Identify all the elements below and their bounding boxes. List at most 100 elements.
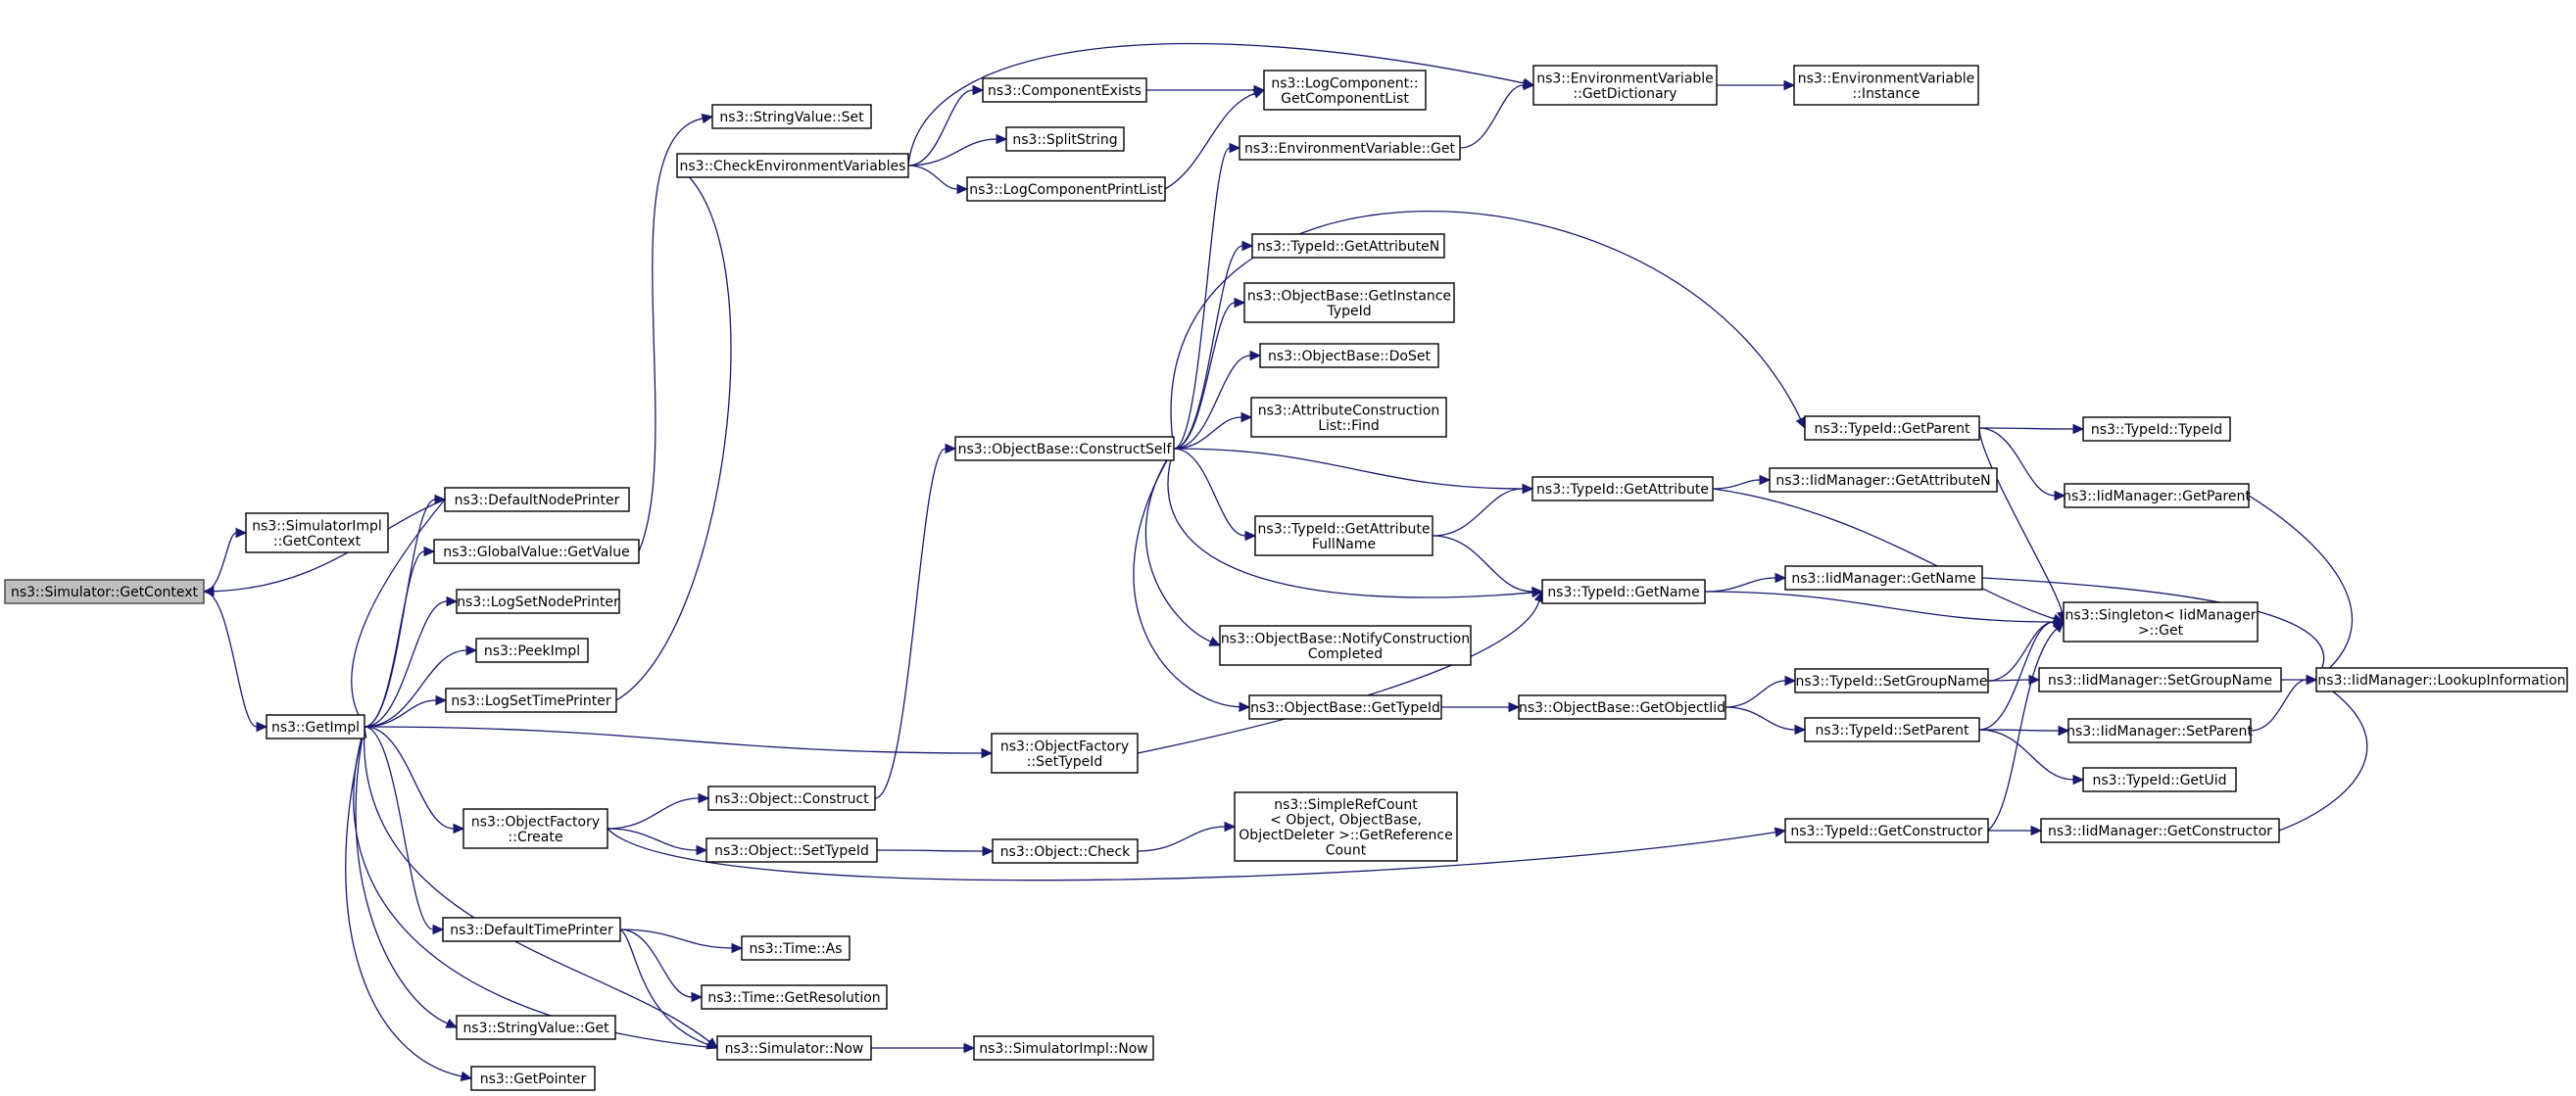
function-node-typeid-getattributen[interactable]: ns3::TypeId::GetAttributeN	[1251, 233, 1445, 259]
node-box	[973, 1035, 1154, 1061]
function-node-logcomponent-getlist[interactable]: ns3::LogComponent::GetComponentList	[1263, 70, 1427, 111]
function-node-simplerefcount[interactable]: ns3::SimpleRefCount< Object, ObjectBase,…	[1234, 791, 1458, 862]
node-box	[266, 714, 365, 739]
function-node-globalvalue-getvalue[interactable]: ns3::GlobalValue::GetValue	[433, 539, 640, 564]
arrowhead	[982, 845, 995, 857]
function-node-typeid-getname[interactable]: ns3::TypeId::GetName	[1541, 579, 1706, 604]
node-box	[1251, 233, 1445, 259]
function-node-logsettimeprinter[interactable]: ns3::LogSetTimePrinter	[445, 688, 617, 713]
function-node-logcomponentprintlist[interactable]: ns3::LogComponentPrintList	[966, 176, 1166, 202]
function-node-typeid-getconstructor[interactable]: ns3::TypeId::GetConstructor	[1784, 818, 1989, 843]
function-node-splitstring[interactable]: ns3::SplitString	[1005, 126, 1125, 152]
node-label: ns3::CheckEnvironmentVariables	[680, 159, 906, 174]
function-node-envvar-get[interactable]: ns3::EnvironmentVariable::Get	[1239, 135, 1461, 161]
node-label: Completed	[1308, 646, 1383, 662]
edge-line	[1173, 355, 1251, 450]
function-node-getpointer[interactable]: ns3::GetPointer	[470, 1066, 596, 1091]
edge-line	[1133, 448, 1240, 708]
node-label: ns3::GetImpl	[271, 720, 360, 736]
function-node-typeid-setgroupname[interactable]: ns3::TypeId::SetGroupName	[1794, 668, 1989, 693]
function-node-singleton-get[interactable]: ns3::Singleton< IidManager>::Get	[2063, 601, 2259, 643]
edge-line	[1137, 600, 1540, 754]
call-edge	[1137, 590, 1544, 754]
function-node-object-check[interactable]: ns3::Object::Check	[992, 838, 1139, 864]
node-label: ns3::SimulatorImpl	[252, 518, 382, 534]
function-node-typeid-getparent[interactable]: ns3::TypeId::GetParent	[1804, 415, 1980, 441]
edge-line	[213, 499, 446, 593]
call-edge	[1432, 535, 1544, 597]
function-node-iidmgr-getparent[interactable]: ns3::IidManager::GetParent	[2063, 483, 2251, 508]
node-box	[966, 176, 1166, 202]
call-edge	[2278, 679, 2368, 832]
function-node-objbase-gettypeid[interactable]: ns3::ObjectBase::GetTypeId	[1248, 694, 1442, 720]
arrowhead	[1208, 637, 1222, 646]
function-node-stringvalue-get[interactable]: ns3::StringValue::Get	[456, 1015, 616, 1040]
function-node-getcontext[interactable]: ns3::Simulator::GetContext	[4, 579, 205, 604]
function-node-defaulttimeprinter[interactable]: ns3::DefaultTimePrinter	[442, 917, 621, 942]
node-label: ns3::ObjectFactory	[1000, 739, 1129, 754]
node-label: ::Instance	[1853, 86, 1920, 102]
function-node-iidmgr-setgroupname[interactable]: ns3::IidManager::SetGroupName	[2038, 667, 2282, 692]
arrowhead	[1240, 411, 1253, 423]
node-label: GetComponentList	[1281, 91, 1409, 107]
function-node-defaultnodeprinter[interactable]: ns3::DefaultNodePrinter	[444, 487, 630, 512]
function-node-envvar-instance[interactable]: ns3::EnvironmentVariable::Instance	[1793, 65, 1979, 106]
function-node-simimpl-getcontext[interactable]: ns3::SimulatorImpl::GetContext	[245, 512, 389, 553]
edge-line	[1704, 591, 2055, 623]
function-node-objbase-doset[interactable]: ns3::ObjectBase::DoSet	[1259, 343, 1439, 368]
node-label: ns3::SimulatorImpl::Now	[979, 1041, 1148, 1057]
call-edge	[1712, 488, 2066, 624]
function-node-typeid-typeid[interactable]: ns3::TypeId::TypeId	[2082, 416, 2231, 442]
function-node-typeid-getattribute[interactable]: ns3::TypeId::GetAttribute	[1531, 476, 1714, 501]
function-node-objbase-notify[interactable]: ns3::ObjectBase::NotifyConstructionCompl…	[1219, 625, 1472, 666]
node-box	[1259, 343, 1439, 368]
edge-line	[1170, 210, 1802, 450]
function-node-logsetnodeprinter[interactable]: ns3::LogSetNodePrinter	[456, 589, 620, 614]
arrowhead	[256, 721, 268, 733]
call-edge	[1704, 591, 2066, 628]
function-node-simimpl-now[interactable]: ns3::SimulatorImpl::Now	[973, 1035, 1154, 1061]
node-label: ns3::TypeId::GetParent	[1815, 421, 1970, 437]
function-node-iidmgr-lookupinformation[interactable]: ns3::IidManager::LookupInformation	[2315, 667, 2568, 692]
function-node-iidmgr-getattributen[interactable]: ns3::IidManager::GetAttributeN	[1769, 467, 1998, 493]
arrowhead	[701, 113, 714, 124]
call-edge	[1173, 297, 1246, 450]
function-node-getimpl[interactable]: ns3::GetImpl	[266, 714, 365, 739]
call-edge	[607, 827, 1787, 882]
function-node-typeid-setparent[interactable]: ns3::TypeId::SetParent	[1804, 717, 1980, 742]
function-node-objbase-constructself[interactable]: ns3::ObjectBase::ConstructSelf	[954, 436, 1175, 461]
arrowhead	[698, 792, 710, 804]
function-node-iidmgr-setparent[interactable]: ns3::IidManager::SetParent	[2066, 718, 2253, 743]
function-node-checkenv[interactable]: ns3::CheckEnvironmentVariables	[676, 153, 909, 178]
function-node-objbase-getobjectiid[interactable]: ns3::ObjectBase::GetObjectIid	[1518, 694, 1726, 720]
function-node-componentexists[interactable]: ns3::ComponentExists	[982, 77, 1147, 103]
function-node-objectfactory-settypeid[interactable]: ns3::ObjectFactory::SetTypeId	[991, 733, 1139, 774]
function-node-peekimpl[interactable]: ns3::PeekImpl	[475, 638, 589, 663]
call-edge	[1137, 821, 1237, 852]
function-node-object-settypeid[interactable]: ns3::Object::SetTypeId	[705, 837, 878, 863]
function-node-time-getresolution[interactable]: ns3::Time::GetResolution	[701, 984, 888, 1010]
function-node-iidmgr-getconstructor[interactable]: ns3::IidManager::GetConstructor	[2040, 818, 2280, 843]
call-edge	[353, 725, 718, 1049]
node-label: ns3::Singleton< IidManager	[2066, 607, 2257, 623]
function-node-stringvalue-set[interactable]: ns3::StringValue::Set	[711, 104, 872, 129]
call-edge	[1704, 572, 1787, 593]
arrowhead	[446, 596, 459, 607]
function-node-simulator-now[interactable]: ns3::Simulator::Now	[716, 1035, 872, 1061]
function-node-typeid-getuid[interactable]: ns3::TypeId::GetUid	[2082, 767, 2237, 792]
function-node-envvar-getdictionary[interactable]: ns3::EnvironmentVariable::GetDictionary	[1532, 65, 1718, 106]
function-node-object-construct[interactable]: ns3::Object::Construct	[707, 786, 876, 811]
function-node-time-as[interactable]: ns3::Time::As	[741, 935, 851, 961]
node-label: ns3::GetPointer	[480, 1072, 587, 1087]
arrowhead	[202, 586, 215, 596]
function-node-objectfactory-create[interactable]: ns3::ObjectFactory::Create	[462, 808, 608, 849]
arrowhead	[1508, 701, 1521, 713]
edge-line	[1725, 680, 1786, 708]
node-box	[1239, 135, 1461, 161]
function-node-iidmgr-getname[interactable]: ns3::IidManager::GetName	[1784, 565, 1983, 591]
edge-line	[364, 649, 467, 728]
call-edge	[907, 84, 985, 167]
